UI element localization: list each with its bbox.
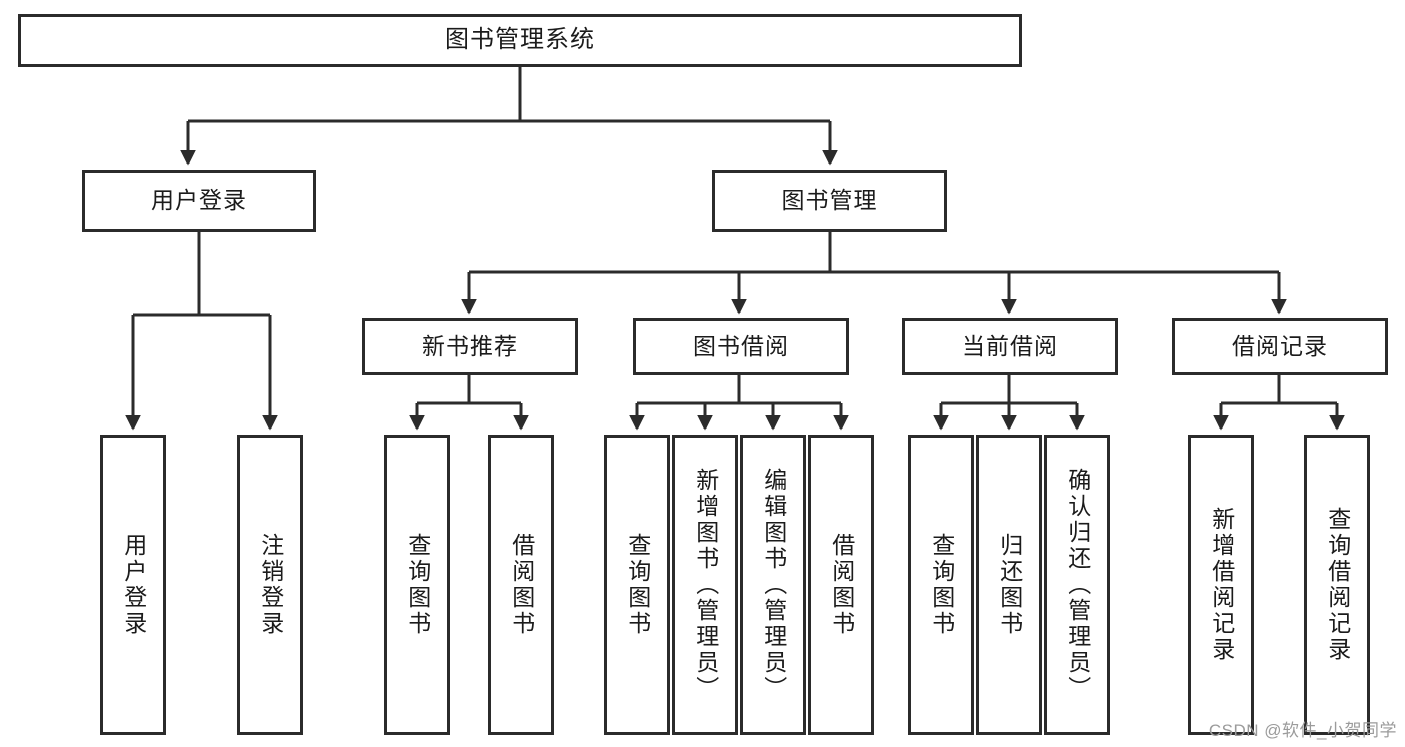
leaf-book-borrow-add-book-admin[interactable]: 新增图书（管理员） bbox=[672, 435, 738, 735]
leaf-borrow-record-query-record[interactable]: 查询借阅记录 bbox=[1304, 435, 1370, 735]
leaf-book-borrow-query-book[interactable]: 查询图书 bbox=[604, 435, 670, 735]
leaf-new-book-query-book[interactable]: 查询图书 bbox=[384, 435, 450, 735]
node-book-borrow[interactable]: 图书借阅 bbox=[633, 318, 849, 375]
leaf-user-login[interactable]: 用户登录 bbox=[100, 435, 166, 735]
leaf-user-logout[interactable]: 注销登录 bbox=[237, 435, 303, 735]
leaf-current-borrow-query-book[interactable]: 查询图书 bbox=[908, 435, 974, 735]
node-book-management[interactable]: 图书管理 bbox=[712, 170, 947, 232]
leaf-book-borrow-borrow-book[interactable]: 借阅图书 bbox=[808, 435, 874, 735]
node-root-book-management-system[interactable]: 图书管理系统 bbox=[18, 14, 1022, 67]
csdn-watermark: CSDN @软件_小贺同学 bbox=[1208, 721, 1397, 740]
node-borrow-record[interactable]: 借阅记录 bbox=[1172, 318, 1388, 375]
leaf-current-borrow-confirm-return-admin[interactable]: 确认归还（管理员） bbox=[1044, 435, 1110, 735]
node-new-book-recommend[interactable]: 新书推荐 bbox=[362, 318, 578, 375]
node-user-login[interactable]: 用户登录 bbox=[82, 170, 316, 232]
leaf-current-borrow-return-book[interactable]: 归还图书 bbox=[976, 435, 1042, 735]
leaf-new-book-borrow-book[interactable]: 借阅图书 bbox=[488, 435, 554, 735]
leaf-book-borrow-edit-book-admin[interactable]: 编辑图书（管理员） bbox=[740, 435, 806, 735]
node-current-borrow[interactable]: 当前借阅 bbox=[902, 318, 1118, 375]
leaf-borrow-record-add-record[interactable]: 新增借阅记录 bbox=[1188, 435, 1254, 735]
